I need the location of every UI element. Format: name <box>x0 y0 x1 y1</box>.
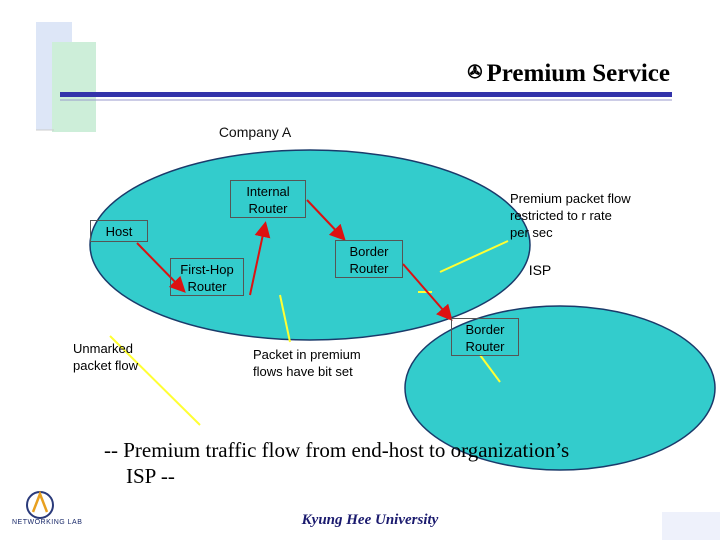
flow-arrow-host-to-firsthop <box>136 242 186 293</box>
premium-flow-note: Premium packet flow restricted to r rate… <box>510 191 631 240</box>
isp-ellipse <box>404 305 716 471</box>
caption-line-1: -- Premium traffic flow from end-host to… <box>104 438 570 462</box>
internal-router-label: Internal Router <box>230 180 306 218</box>
callout-isp-router <box>479 354 501 383</box>
footer-university: Kyung Hee University <box>301 512 439 528</box>
first-hop-router-label: First-Hop Router <box>170 258 244 296</box>
corner-decoration-green <box>52 42 96 132</box>
callout-premium-note <box>439 240 509 273</box>
company-a-ellipse <box>89 149 531 341</box>
caption-line-2: ISP -- <box>126 464 175 488</box>
unmarked-flow-note: Unmarked packet flow <box>73 341 139 373</box>
slide-caption: -- Premium traffic flow from end-host to… <box>104 437 684 489</box>
title-underline-bar <box>60 92 672 97</box>
title-bullet-icon: ✇ <box>467 62 483 82</box>
border-router-isp-label: Border Router <box>451 318 519 356</box>
slide-title-text: Premium Service <box>486 60 671 87</box>
callout-unmarked-flow <box>109 335 201 426</box>
bit-set-note: Packet in premium flows have bit set <box>253 347 361 379</box>
callout-bit-set <box>279 294 291 343</box>
corner-decoration-bottom <box>662 512 720 540</box>
flow-arrow-internal-to-border <box>306 199 346 241</box>
flow-arrow-firsthop-to-internal <box>249 221 271 296</box>
flow-arrow-border-to-isp <box>402 263 453 322</box>
slide-title: ✇Premium Service <box>380 60 670 88</box>
company-a-label: Company A <box>218 124 292 140</box>
border-router-a-label: Border Router <box>335 240 403 278</box>
logo-text: NETWORKING LAB <box>12 519 83 526</box>
isp-label: ISP <box>528 262 552 278</box>
networking-lab-logo-icon <box>26 490 54 519</box>
host-label: Host <box>90 220 148 242</box>
